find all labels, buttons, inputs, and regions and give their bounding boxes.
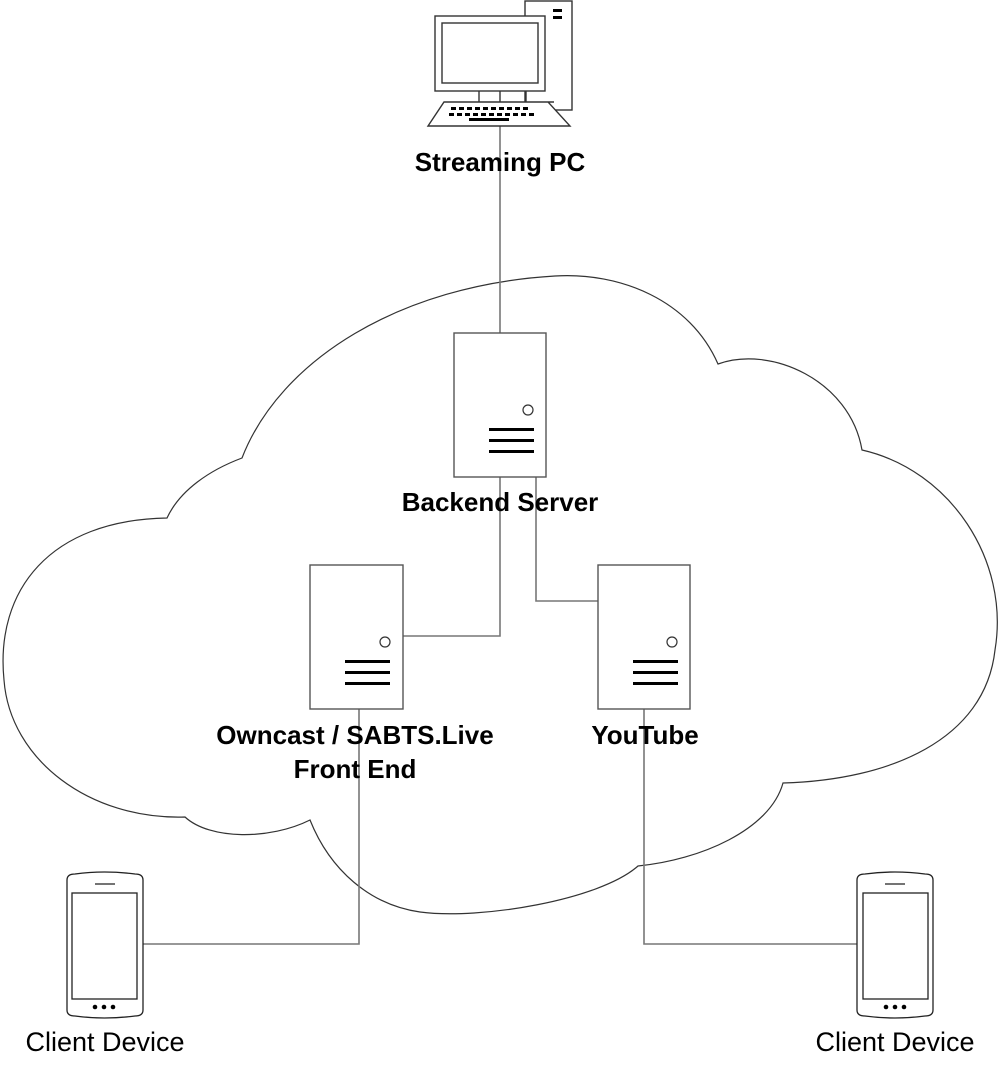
cloud-shape [2, 275, 998, 915]
streaming-pc-label: Streaming PC [414, 147, 586, 177]
connector-youtube-client [643, 709, 857, 945]
owncast-label-line2: Front End [293, 753, 417, 784]
server-tower-icon [453, 332, 547, 478]
connector-owncast-client [143, 709, 360, 945]
client-device-left-label: Client Device [25, 1027, 185, 1057]
connector-backend-owncast [403, 477, 501, 637]
owncast-front-end-label: Owncast / SABTS.Live Front End [190, 719, 520, 787]
desktop-computer-icon [426, 0, 573, 127]
youtube-label: YouTube [591, 720, 699, 750]
smartphone-icon [856, 871, 934, 1019]
owncast-label-line1: Owncast / SABTS.Live [216, 720, 494, 750]
server-tower-icon [597, 564, 691, 710]
smartphone-icon [66, 871, 144, 1019]
server-tower-icon [309, 564, 404, 710]
backend-server-label: Backend Server [401, 487, 599, 517]
connector-backend-youtube [535, 477, 598, 602]
client-device-right-label: Client Device [815, 1027, 975, 1057]
